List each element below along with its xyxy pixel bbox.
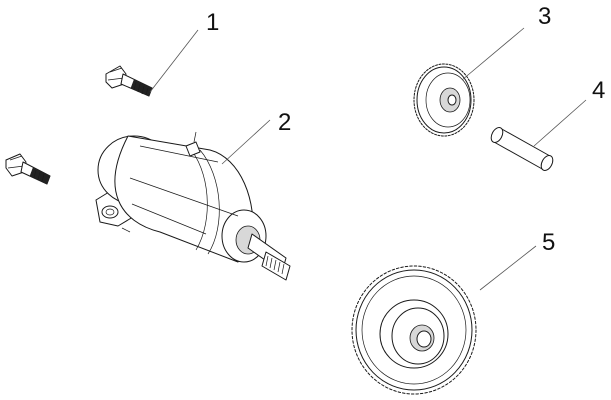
callout-2: 2: [278, 109, 291, 136]
idle-gear[interactable]: [413, 27, 525, 137]
gear-shaft[interactable]: [489, 99, 587, 172]
callout-4: 4: [592, 77, 605, 104]
starter-motor[interactable]: [95, 119, 291, 281]
bolt-lower[interactable]: [5, 153, 51, 185]
starter-clutch-gear[interactable]: [351, 245, 537, 395]
callout-5: 5: [542, 229, 555, 256]
callout-1: 1: [206, 9, 219, 36]
callout-3: 3: [538, 3, 551, 30]
bolt-upper[interactable]: [105, 29, 199, 97]
